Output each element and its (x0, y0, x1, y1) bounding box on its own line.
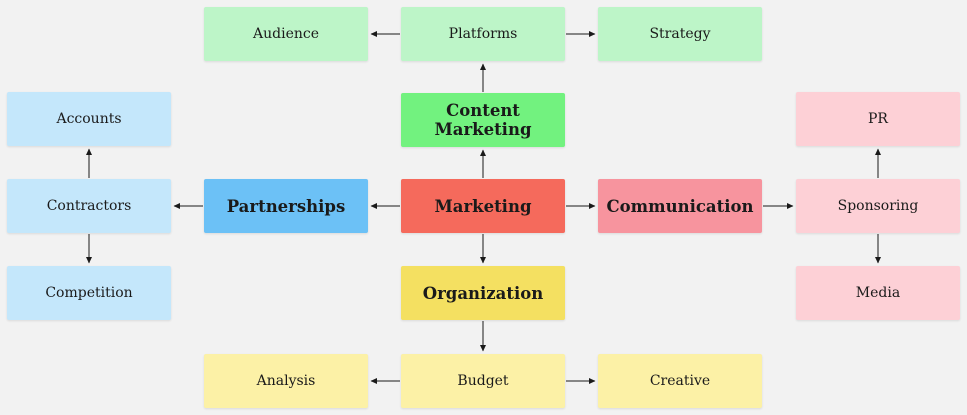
node-sponsoring-label: Sponsoring (837, 198, 919, 214)
node-creative[interactable]: Creative (598, 354, 762, 408)
node-media-label: Media (855, 285, 901, 301)
node-platforms[interactable]: Platforms (401, 7, 565, 61)
node-contractors[interactable]: Contractors (7, 179, 171, 233)
node-marketing[interactable]: Marketing (401, 179, 565, 233)
node-partnerships-label: Partnerships (226, 196, 346, 216)
node-budget[interactable]: Budget (401, 354, 565, 408)
node-marketing-label: Marketing (434, 196, 532, 216)
node-strategy[interactable]: Strategy (598, 7, 762, 61)
node-sponsoring[interactable]: Sponsoring (796, 179, 960, 233)
node-analysis-label: Analysis (256, 373, 316, 389)
node-budget-label: Budget (457, 373, 509, 389)
node-platforms-label: Platforms (448, 26, 518, 42)
node-content-marketing-label: Content Marketing (434, 101, 532, 139)
node-contractors-label: Contractors (46, 198, 132, 214)
node-accounts[interactable]: Accounts (7, 92, 171, 146)
node-organization-label: Organization (422, 283, 544, 303)
node-audience[interactable]: Audience (204, 7, 368, 61)
node-strategy-label: Strategy (649, 26, 711, 42)
node-content-marketing[interactable]: Content Marketing (401, 93, 565, 147)
node-audience-label: Audience (253, 26, 319, 42)
node-analysis[interactable]: Analysis (204, 354, 368, 408)
node-accounts-label: Accounts (56, 111, 122, 127)
node-media[interactable]: Media (796, 266, 960, 320)
node-organization[interactable]: Organization (401, 266, 565, 320)
node-communication-label: Communication (606, 196, 754, 216)
node-pr[interactable]: PR (796, 92, 960, 146)
node-pr-label: PR (868, 111, 888, 127)
node-competition-label: Competition (45, 285, 133, 301)
node-creative-label: Creative (649, 373, 711, 389)
node-partnerships[interactable]: Partnerships (204, 179, 368, 233)
node-communication[interactable]: Communication (598, 179, 762, 233)
node-competition[interactable]: Competition (7, 266, 171, 320)
